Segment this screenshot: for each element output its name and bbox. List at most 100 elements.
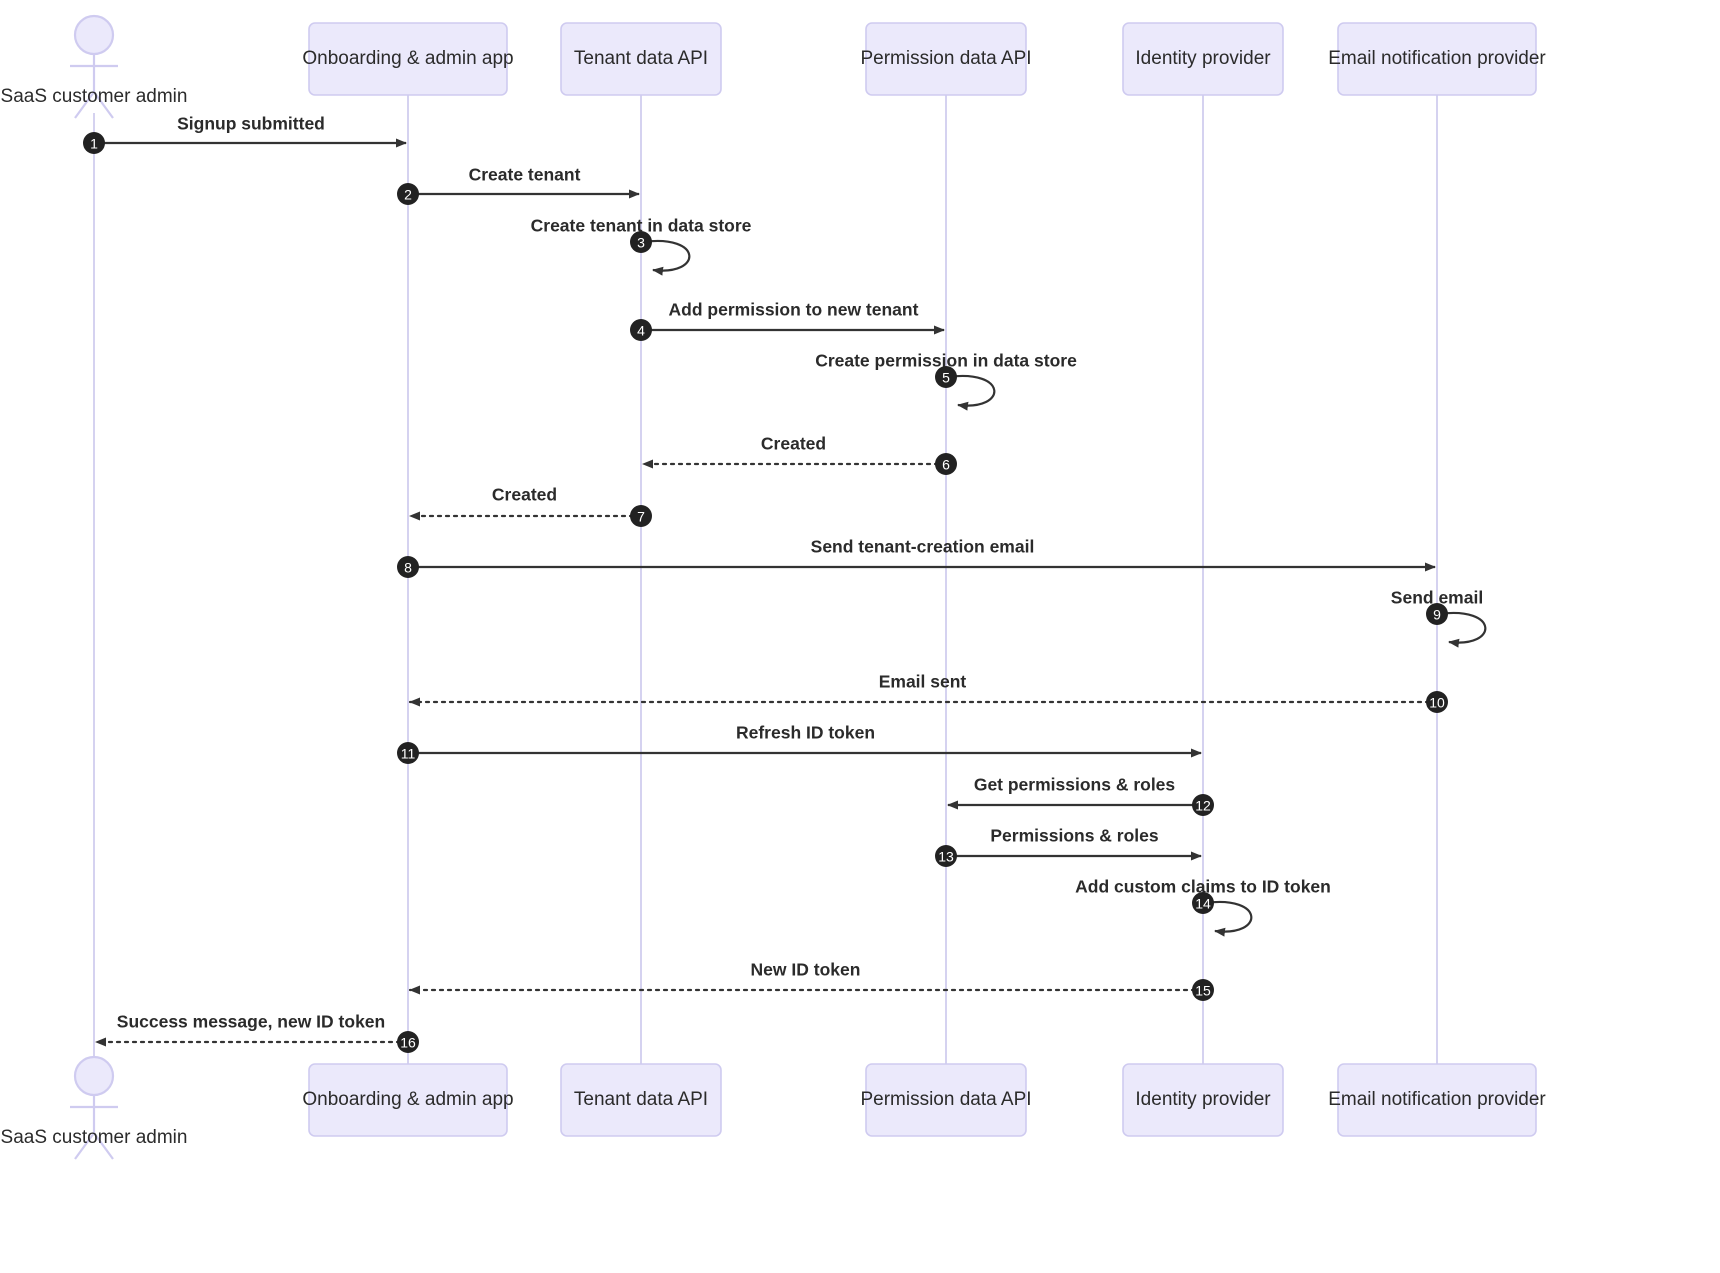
sequence-badge-circle <box>630 505 652 527</box>
participant-app-top[interactable]: Onboarding & admin app <box>302 22 514 96</box>
sequence-badge-number: 5 <box>942 370 950 386</box>
sequence-badge-circle <box>630 231 652 253</box>
participant-box-email[interactable] <box>1337 22 1537 96</box>
sequence-badge-number: 6 <box>942 457 950 473</box>
message-label-2: Create tenant <box>469 165 581 185</box>
message-label-6: Created <box>761 434 826 454</box>
actor-leg-right-icon <box>93 91 114 119</box>
sequence-badge-5: 5 <box>935 366 957 388</box>
sequence-badge-circle <box>1192 794 1214 816</box>
participant-box-tenant[interactable] <box>560 22 722 96</box>
sequence-badge-circle <box>1192 892 1214 914</box>
sequence-badge-13: 13 <box>935 845 957 867</box>
message-label-16: Success message, new ID token <box>117 1012 385 1032</box>
actor-leg-right-icon <box>93 1132 114 1160</box>
participant-label-idp: Identity provider <box>1135 1089 1271 1110</box>
participant-box-tenant[interactable] <box>560 1063 722 1137</box>
sequence-badge-1: 1 <box>83 132 105 154</box>
sequence-badge-circle <box>397 556 419 578</box>
sequence-badge-circle <box>1426 691 1448 713</box>
participant-tenant-top[interactable]: Tenant data API <box>560 22 722 96</box>
sequence-badge-7: 7 <box>630 505 652 527</box>
participants-top-group: SaaS customer admin Onboarding & admin ap… <box>1 14 1546 119</box>
lifelines-group <box>93 95 1438 1064</box>
sequence-badge-6: 6 <box>935 453 957 475</box>
actor-leg-left-icon <box>74 91 95 119</box>
participant-box-email[interactable] <box>1337 1063 1537 1137</box>
participant-label-perm: Permission data API <box>860 1089 1031 1110</box>
participant-label-email: Email notification provider <box>1328 1089 1546 1110</box>
sequence-badge-number: 10 <box>1429 695 1445 711</box>
participant-box-idp[interactable] <box>1122 1063 1284 1137</box>
actor-label-admin: SaaS customer admin <box>1 86 188 107</box>
participants-bottom-group: SaaS customer admin Onboarding & admin ap… <box>1 1055 1546 1160</box>
participant-email-bottom[interactable]: Email notification provider <box>1328 1063 1546 1137</box>
sequence-badge-circle <box>397 183 419 205</box>
participant-box-perm[interactable] <box>865 22 1027 96</box>
sequence-badge-number: 4 <box>637 323 645 339</box>
actor-admin-top: SaaS customer admin <box>1 14 188 119</box>
sequence-badge-number: 11 <box>401 746 416 762</box>
sequence-badge-circle <box>630 319 652 341</box>
message-label-9: Send email <box>1391 588 1483 608</box>
participant-perm-top[interactable]: Permission data API <box>860 22 1032 96</box>
participant-label-app: Onboarding & admin app <box>302 1089 513 1110</box>
participant-box-idp[interactable] <box>1122 22 1284 96</box>
sequence-badge-2: 2 <box>397 183 419 205</box>
actor-head-icon <box>73 14 115 56</box>
participant-tenant-bottom[interactable]: Tenant data API <box>560 1063 722 1137</box>
sequence-badge-number: 16 <box>400 1035 416 1051</box>
sequence-badge-number: 3 <box>637 235 645 251</box>
participant-idp-bottom[interactable]: Identity provider <box>1122 1063 1284 1137</box>
participant-label-perm: Permission data API <box>860 48 1031 69</box>
participant-label-app: Onboarding & admin app <box>302 48 513 69</box>
sequence-badge-12: 12 <box>1192 794 1214 816</box>
participant-email-top[interactable]: Email notification provider <box>1328 22 1546 96</box>
actor-admin-bottom: SaaS customer admin <box>1 1055 188 1160</box>
participant-label-tenant: Tenant data API <box>574 48 708 69</box>
participant-label-idp: Identity provider <box>1135 48 1271 69</box>
participant-box-perm[interactable] <box>865 1063 1027 1137</box>
actor-label-admin: SaaS customer admin <box>1 1127 188 1148</box>
message-path-5 <box>947 374 996 411</box>
message-8: 8 Send tenant-creation email <box>397 537 1436 578</box>
participant-idp-top[interactable]: Identity provider <box>1122 22 1284 96</box>
message-label-3: Create tenant in data store <box>531 216 752 236</box>
participant-label-email: Email notification provider <box>1328 48 1546 69</box>
message-label-13: Permissions & roles <box>990 826 1159 846</box>
participant-perm-bottom[interactable]: Permission data API <box>860 1063 1032 1137</box>
sequence-badge-number: 8 <box>404 560 412 576</box>
sequence-badge-circle <box>397 1031 419 1053</box>
sequence-badge-circle <box>935 845 957 867</box>
message-path-3 <box>642 239 691 276</box>
message-13: 13 Permissions & roles <box>935 826 1202 867</box>
message-path-14 <box>1204 900 1253 937</box>
message-label-4: Add permission to new tenant <box>669 300 919 320</box>
sequence-badge-circle <box>935 453 957 475</box>
message-label-10: Email sent <box>879 672 967 692</box>
participant-box-app[interactable] <box>308 1063 508 1137</box>
participant-label-tenant: Tenant data API <box>574 1089 708 1110</box>
participant-box-app[interactable] <box>308 22 508 96</box>
sequence-badge-14: 14 <box>1192 892 1214 914</box>
actor-leg-left-icon <box>74 1132 95 1160</box>
sequence-badge-8: 8 <box>397 556 419 578</box>
message-label-14: Add custom claims to ID token <box>1075 877 1331 897</box>
message-16: 16 Success message, new ID token <box>94 1012 419 1053</box>
participant-app-bottom[interactable]: Onboarding & admin app <box>302 1063 514 1137</box>
message-label-8: Send tenant-creation email <box>811 537 1035 557</box>
sequence-badge-number: 2 <box>404 187 412 203</box>
sequence-badge-circle <box>1192 979 1214 1001</box>
message-label-5: Create permission in data store <box>815 351 1077 371</box>
sequence-badge-circle <box>935 366 957 388</box>
sequence-badge-number: 13 <box>938 849 954 865</box>
sequence-badge-number: 12 <box>1195 798 1211 814</box>
sequence-badge-circle <box>397 742 419 764</box>
message-path-9 <box>1438 611 1487 648</box>
